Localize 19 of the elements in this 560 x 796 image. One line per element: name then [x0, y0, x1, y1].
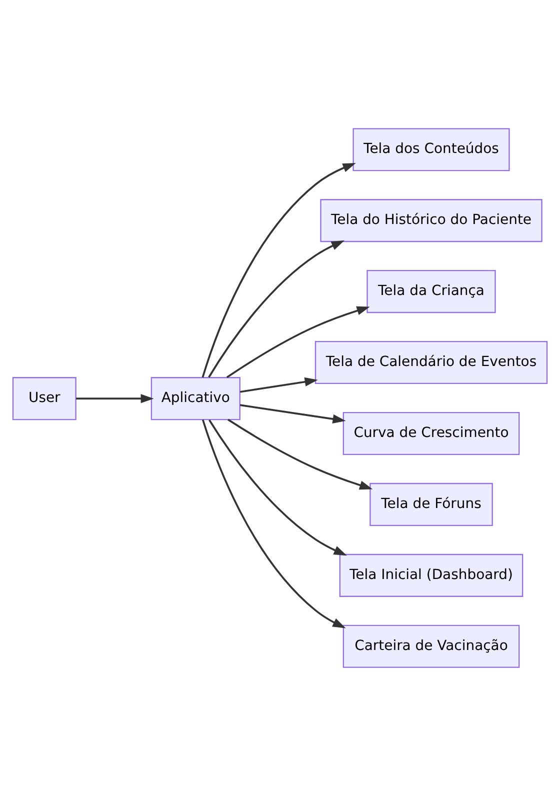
node-box: Aplicativo — [150, 377, 240, 420]
arrow — [226, 306, 370, 378]
node-box: Tela do Histórico do Paciente — [320, 199, 542, 242]
node-box: Tela da Criança — [366, 270, 496, 314]
arrow — [228, 418, 373, 490]
node-box: Tela Inicial (Dashboard) — [339, 554, 524, 597]
arrow — [208, 240, 344, 378]
node-box: Tela dos Conteúdos — [352, 128, 510, 172]
arrow — [240, 377, 318, 393]
node-box: User — [12, 377, 76, 420]
arrow — [240, 404, 346, 424]
arrow — [76, 394, 154, 404]
arrow — [202, 163, 356, 378]
node-box: Curva de Crescimento — [342, 412, 520, 456]
arrow — [202, 419, 346, 628]
arrow — [208, 420, 347, 556]
node-box: Carteira de Vacinação — [342, 624, 520, 668]
node-box: Tela de Calendário de Eventos — [314, 340, 548, 384]
node-box: Tela de Fóruns — [370, 482, 493, 526]
